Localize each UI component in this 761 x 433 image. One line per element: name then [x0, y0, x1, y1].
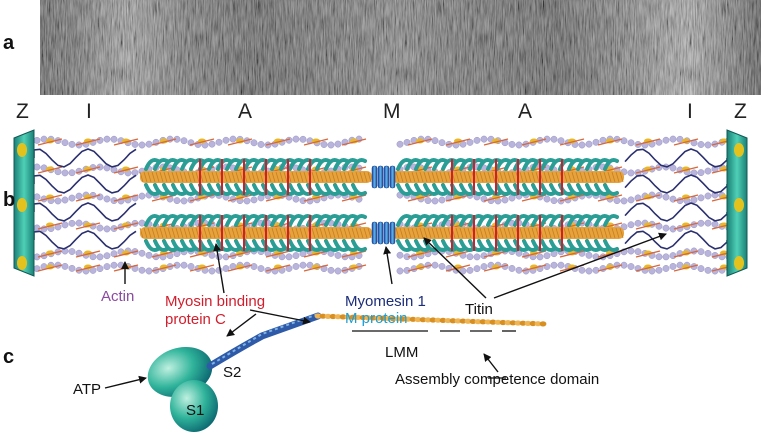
label-assembly-domain: Assembly competence domain	[395, 371, 600, 388]
pointer-arrows	[104, 232, 667, 389]
label-s1: S1	[186, 402, 205, 419]
label-m-protein: M protein	[345, 310, 408, 327]
panel-label-a: a	[3, 32, 15, 54]
label-lmm: LMM	[385, 344, 419, 361]
m-line-proteins	[371, 165, 396, 245]
myosin-molecule	[147, 312, 547, 432]
panel-label-c: c	[3, 346, 15, 368]
panel-label-b: b	[3, 189, 16, 211]
band-m: M	[383, 100, 401, 123]
band-i-right: I	[687, 100, 693, 123]
label-mybpc-2: protein C	[165, 311, 226, 328]
label-titin: Titin	[465, 301, 493, 318]
lmm-segment-lines	[352, 330, 516, 379]
myosin-s1-head	[147, 347, 218, 432]
band-z-left: Z	[16, 100, 29, 123]
label-s2: S2	[223, 364, 242, 381]
label-mybpc-1: Myosin binding	[165, 293, 266, 310]
titin-filaments	[33, 148, 728, 250]
band-a-left: A	[238, 100, 253, 123]
label-myomesin: Myomesin 1	[345, 293, 426, 310]
label-atp: ATP	[73, 381, 102, 398]
myosin-s2-neck	[206, 312, 322, 370]
electron-micrograph	[40, 0, 761, 95]
lmm-rod	[314, 313, 547, 327]
z-discs	[13, 129, 748, 277]
label-actin: Actin	[101, 288, 135, 305]
band-a-right: A	[518, 100, 533, 123]
band-i-left: I	[86, 100, 92, 123]
band-z-right: Z	[734, 100, 747, 123]
